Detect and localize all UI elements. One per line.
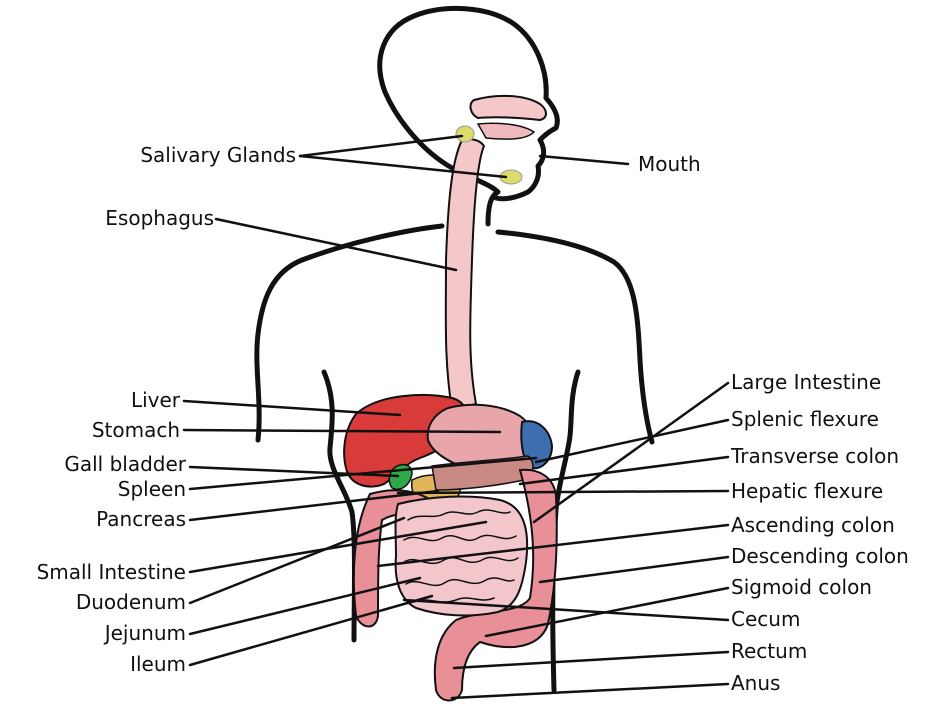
label-gall-bladder: Gall bladder	[20, 452, 186, 476]
label-duodenum: Duodenum	[20, 590, 186, 614]
salivary-gland-upper	[456, 126, 474, 142]
leader-ileum	[190, 596, 432, 665]
label-spleen: Spleen	[40, 477, 186, 501]
label-cecum: Cecum	[731, 607, 800, 631]
leader-jejunum	[190, 578, 420, 634]
label-ascending-colon: Ascending colon	[731, 513, 895, 537]
label-splenic-flexure: Splenic flexure	[731, 407, 879, 431]
label-pancreas: Pancreas	[40, 507, 186, 531]
organs	[344, 96, 557, 701]
label-ileum: Ileum	[20, 652, 186, 676]
leader-salivary-upper	[300, 136, 462, 156]
right-shoulder-outline	[498, 232, 652, 442]
mouth-cavity-shape	[471, 96, 546, 120]
label-stomach: Stomach	[40, 418, 180, 442]
leader-large-intestine	[534, 383, 728, 522]
leader-splenic-flexure	[536, 420, 728, 462]
leader-mouth	[540, 156, 628, 164]
leader-rectum	[454, 652, 728, 668]
label-hepatic-flexure: Hepatic flexure	[731, 479, 883, 503]
label-small-intestine: Small Intestine	[2, 560, 186, 584]
label-liver: Liver	[40, 388, 180, 412]
label-anus: Anus	[731, 671, 780, 695]
label-descending-colon: Descending colon	[731, 544, 909, 568]
leader-transverse-colon	[520, 457, 728, 484]
transverse-colon-shape	[432, 456, 533, 490]
tongue-shape	[478, 123, 534, 139]
label-transverse-colon: Transverse colon	[731, 444, 899, 468]
label-esophagus: Esophagus	[40, 206, 214, 230]
label-sigmoid-colon: Sigmoid colon	[731, 575, 872, 599]
label-salivary-glands: Salivary Glands	[60, 143, 296, 167]
leader-descending-colon	[540, 557, 728, 582]
leader-anus	[452, 684, 728, 698]
label-jejunum: Jejunum	[20, 621, 186, 645]
label-large-intestine: Large Intestine	[731, 370, 881, 394]
label-rectum: Rectum	[731, 639, 807, 663]
label-mouth: Mouth	[638, 152, 701, 176]
